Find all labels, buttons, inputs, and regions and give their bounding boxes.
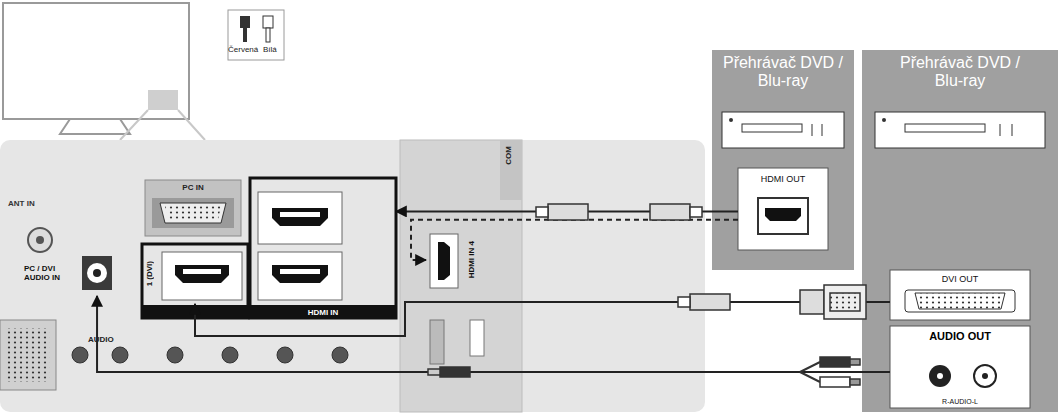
audio-jack-hole [93, 269, 101, 277]
dvi-cable-plugs [678, 285, 866, 319]
port-box: PC IN [145, 180, 241, 236]
hdmi-cable-plugs [536, 204, 702, 220]
dsub-pins [165, 206, 221, 220]
slot [430, 320, 444, 364]
antenna-jack [28, 228, 52, 252]
hdmi-frame [250, 178, 396, 318]
dvi-port [905, 290, 1015, 312]
node-text: DVI OUT [942, 274, 979, 284]
hdmi-shape [272, 265, 328, 283]
port-box: DVI OUT [890, 270, 1030, 320]
pc-in-port [152, 198, 234, 228]
red-plug-cable [243, 28, 247, 42]
disc-tray [742, 124, 802, 132]
hdmi-shape [175, 265, 229, 283]
hdmi-out-port [758, 198, 808, 234]
tv-connector-area [148, 90, 178, 110]
hdmi-port [162, 252, 242, 300]
antenna-pin [36, 236, 44, 244]
node-text: PC / DVI AUDIO IN [24, 264, 78, 282]
port-box: 1 (DVI) [142, 244, 248, 304]
cable-color-label: Červená [228, 46, 258, 55]
dvi-out-box [890, 270, 1030, 320]
player-panel [862, 50, 1058, 412]
node-text: PC IN [182, 183, 203, 192]
av-jacks [72, 347, 348, 363]
pc-in-frame [145, 180, 241, 236]
port-box: AUDIO OUT R-AUDIO-L [890, 326, 1030, 408]
dvd-player [875, 112, 1045, 148]
usb-port [470, 320, 484, 356]
white-plug [263, 16, 273, 28]
node-text: HDMI IN 4 [467, 241, 476, 278]
port-label: COM [505, 146, 514, 165]
hdmi-out-box [738, 168, 828, 250]
hdmi-slot [280, 212, 320, 217]
dsub-shape [160, 203, 226, 223]
red-plug [240, 16, 250, 28]
rca-jack-white [974, 365, 996, 387]
cable-connector [195, 302, 890, 336]
node-text: Přehrávač DVD / Blu-ray [885, 54, 1035, 91]
scart-pins [6, 328, 50, 382]
rca-jack-red [929, 365, 951, 387]
tv-screen [3, 3, 189, 119]
node-text: HDMI IN [308, 308, 339, 317]
audio-cable-plugs [428, 357, 860, 387]
hdmi-slot [280, 269, 320, 274]
player-panel [712, 50, 854, 270]
port-label: AUDIO [88, 336, 114, 345]
hdmi-port [258, 192, 342, 244]
hdmi-label-band [142, 305, 396, 318]
port-label: ANT IN [8, 200, 35, 209]
hdmi-shape [272, 208, 328, 226]
white-plug-cable [266, 28, 270, 42]
device-panel: Přehrávač DVD / Blu-rayDVI OUT AUDIO OUT R… [862, 50, 1058, 412]
node-text: 1 (DVI) [145, 261, 248, 286]
callout-lines [120, 110, 205, 140]
port-box: HDMI IN 4 [426, 228, 478, 292]
hdmi-slot [183, 269, 221, 274]
port-box: PC / DVI AUDIO IN [22, 250, 117, 296]
cable-color-label: Bílá [263, 46, 277, 55]
hdmi4-port [430, 234, 458, 288]
hdmi-shape [438, 242, 450, 280]
node-text: Přehrávač DVD / Blu-ray [716, 54, 850, 91]
port-group: HDMI IN [250, 178, 396, 318]
tv-stand [60, 119, 130, 134]
port-box: HDMI OUT [738, 168, 828, 250]
audio-jack-body [82, 256, 112, 290]
node-text: HDMI OUT [761, 174, 806, 184]
node-text: R-AUDIO-L [942, 398, 978, 406]
dvd-player [722, 112, 844, 148]
cable-icon-box [228, 10, 284, 60]
dvi-pins [915, 293, 1005, 309]
hdmi-port [258, 252, 342, 300]
cable-connector [97, 296, 890, 372]
node-text: AUDIO OUT [929, 330, 991, 343]
device-panel: Přehrávač DVD / Blu-rayHDMI OUT [712, 50, 854, 270]
audio-jack-ring [87, 263, 107, 283]
com-port-area [500, 140, 522, 200]
cable-connector [411, 220, 738, 260]
hdmi-shape [765, 208, 801, 221]
disc-tray [905, 124, 985, 132]
scart-port [0, 320, 56, 390]
audio-out-box [890, 326, 1030, 408]
